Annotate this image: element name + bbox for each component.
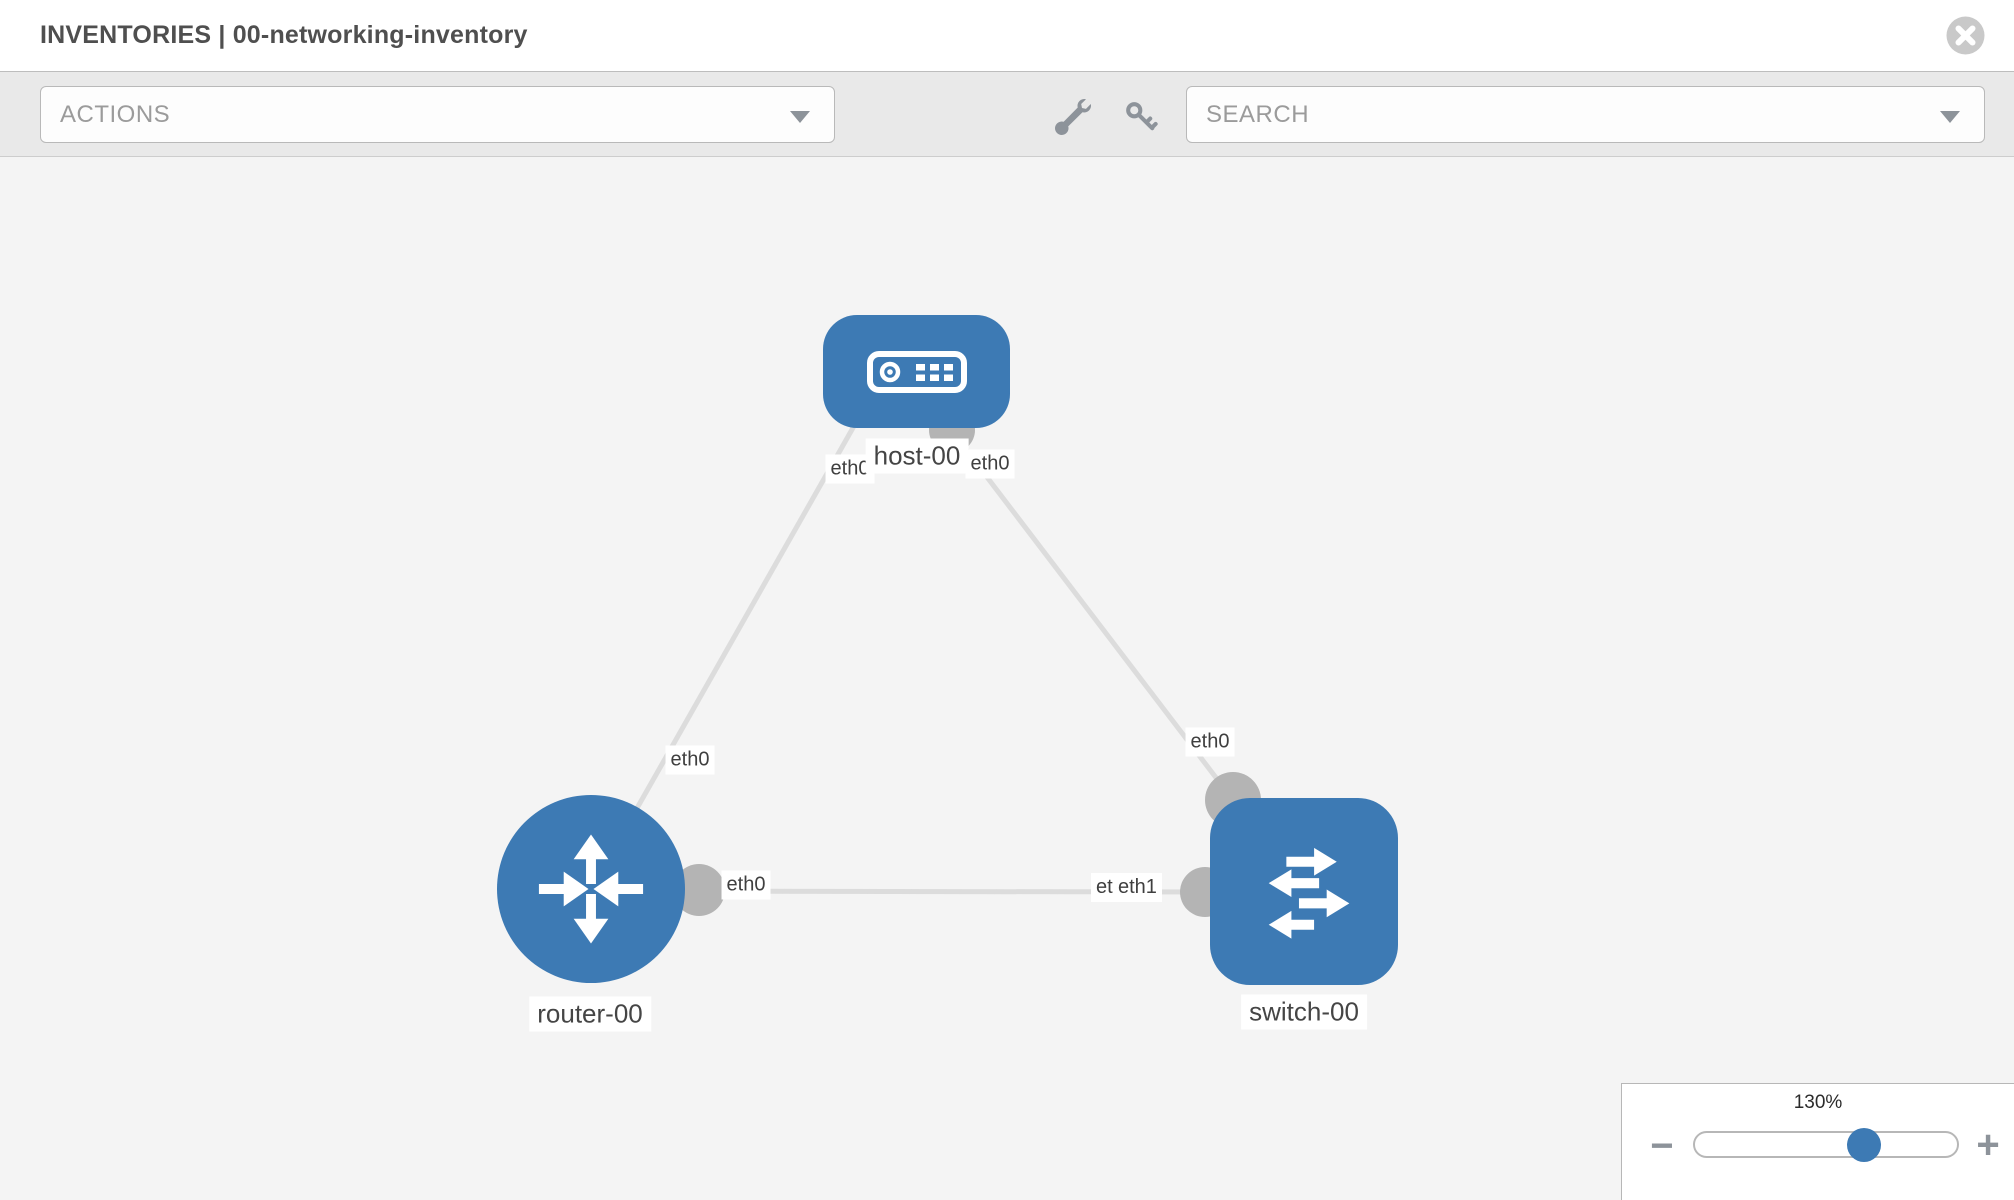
zoom-percent-label: 130% xyxy=(1793,1092,1843,1113)
actions-dropdown[interactable]: ACTIONS xyxy=(40,86,835,143)
toolbar: ACTIONS SEARCH xyxy=(0,72,2014,157)
node-host-00[interactable] xyxy=(823,315,1010,428)
zoom-out-button[interactable]: − xyxy=(1650,1124,1674,1168)
host-server-icon xyxy=(866,350,967,393)
interface-label-host-right: eth0 xyxy=(965,449,1015,479)
topology-canvas[interactable]: host-00 router-00 switch-00 eth0 eth0 et… xyxy=(0,157,2014,1200)
switch-arrows-icon xyxy=(1268,847,1350,939)
zoom-in-button[interactable]: + xyxy=(1976,1123,2000,1167)
header: INVENTORIES | 00-networking-inventory xyxy=(0,0,2014,72)
credentials-button[interactable] xyxy=(1121,98,1161,138)
zoom-slider-thumb[interactable] xyxy=(1847,1128,1881,1162)
node-label-switch: switch-00 xyxy=(1241,994,1367,1030)
chevron-down-icon xyxy=(1940,111,1960,123)
actions-dropdown-label: ACTIONS xyxy=(60,101,171,128)
node-label-router: router-00 xyxy=(529,996,651,1032)
search-dropdown-label: SEARCH xyxy=(1206,101,1310,128)
zoom-slider-track[interactable] xyxy=(1693,1131,1959,1158)
interface-label-router-host-link: eth0 xyxy=(665,745,715,775)
node-label-host: host-00 xyxy=(865,438,969,474)
node-switch-00[interactable] xyxy=(1210,798,1398,985)
tools-button[interactable] xyxy=(1053,98,1093,138)
node-router-00[interactable] xyxy=(497,795,685,983)
chevron-down-icon xyxy=(790,111,810,123)
interface-label-host-switch-link: eth0 xyxy=(1185,727,1235,757)
wrench-icon xyxy=(1055,98,1091,135)
close-button[interactable] xyxy=(1945,15,1986,56)
link-host-switch[interactable] xyxy=(943,420,1235,802)
zoom-panel: 130% − + xyxy=(1621,1083,2014,1200)
port-router-eth0 xyxy=(673,864,725,916)
router-arrows-icon xyxy=(538,834,644,944)
search-dropdown[interactable]: SEARCH xyxy=(1186,86,1985,143)
page-title: INVENTORIES | 00-networking-inventory xyxy=(40,21,528,49)
key-icon xyxy=(1126,101,1158,130)
topology-links-layer xyxy=(587,407,1261,917)
close-icon xyxy=(1946,16,1985,55)
interface-label-switch-port-front: eth1 xyxy=(1113,873,1162,902)
interface-label-router-port: eth0 xyxy=(721,870,771,900)
